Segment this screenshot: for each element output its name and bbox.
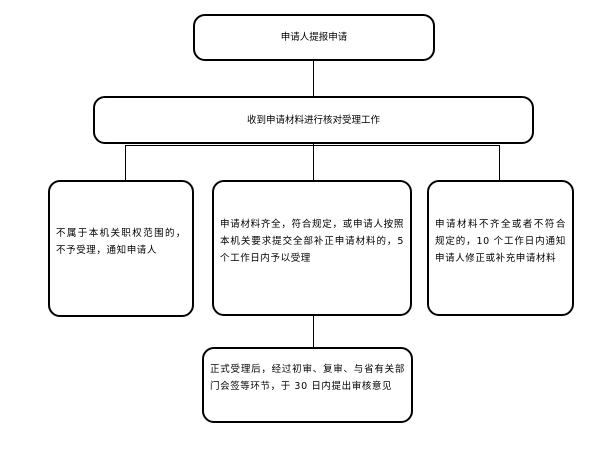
connector-to-reject	[125, 145, 126, 182]
node-supplement: 申请材料不齐全或者不符合规定的，10 个工作日内通知申请人修正或补充申请材料	[427, 180, 574, 316]
connector-to-supplement	[499, 145, 500, 182]
node-receive: 收到申请材料进行核对受理工作	[93, 96, 534, 144]
node-reject-label: 不属于本机关职权范围的，不予受理，通知申请人	[56, 228, 186, 256]
node-review-label: 正式受理后，经过初审、复审、与省有关部门会签等环节，于 30 日内提出审核意见	[210, 364, 405, 392]
node-reject: 不属于本机关职权范围的，不予受理，通知申请人	[48, 180, 194, 317]
node-review: 正式受理后，经过初审、复审、与省有关部门会签等环节，于 30 日内提出审核意见	[202, 347, 413, 423]
node-apply: 申请人提报申请	[193, 14, 435, 61]
connector-accept-to-review	[313, 315, 314, 348]
connector-receive-to-accept	[313, 143, 314, 181]
connector-apply-to-receive	[313, 60, 314, 96]
connector-branch-horizontal	[125, 145, 499, 146]
node-accept: 申请材料齐全，符合规定，或申请人按照本机关要求提交全部补正申请材料的，5 个工作…	[212, 180, 412, 316]
node-apply-label: 申请人提报申请	[280, 32, 348, 43]
node-receive-label: 收到申请材料进行核对受理工作	[246, 114, 380, 126]
node-accept-label: 申请材料齐全，符合规定，或申请人按照本机关要求提交全部补正申请材料的，5 个工作…	[220, 219, 404, 264]
node-supplement-label: 申请材料不齐全或者不符合规定的，10 个工作日内通知申请人修正或补充申请材料	[435, 219, 566, 264]
